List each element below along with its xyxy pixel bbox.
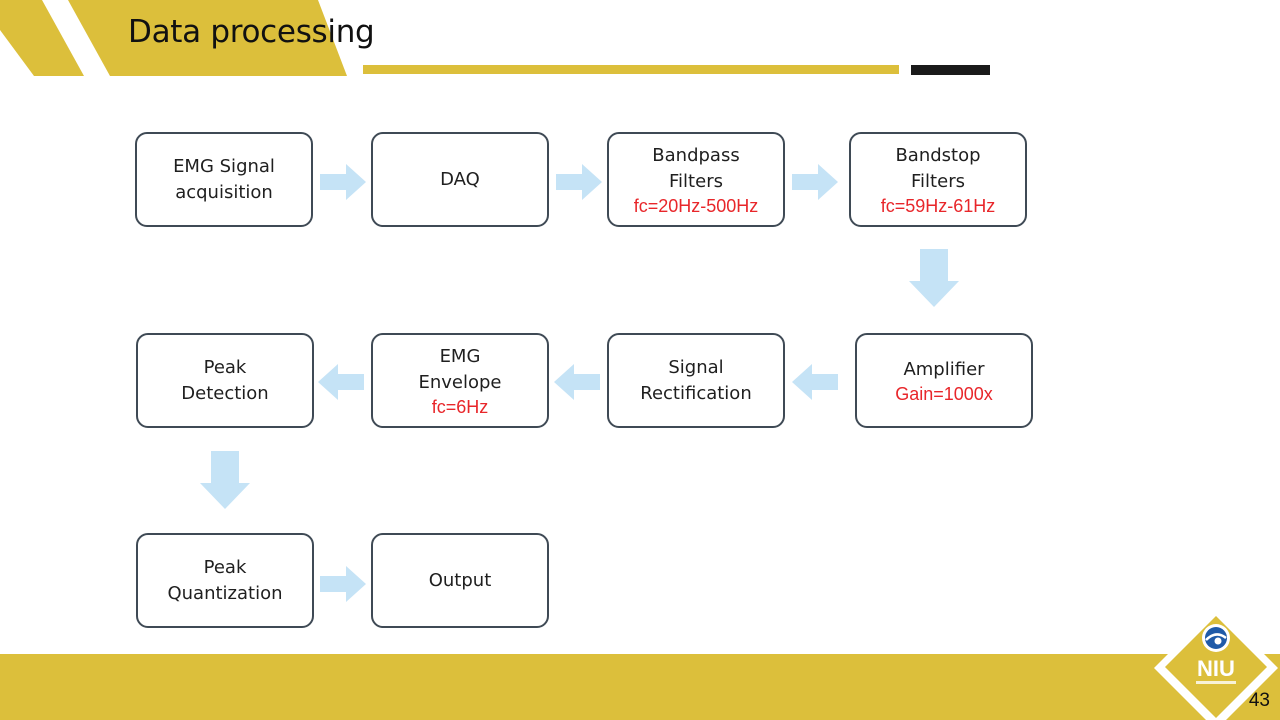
node-peak-quantization: Peak Quantization bbox=[136, 533, 314, 628]
node-amplifier: Amplifier Gain=1000x bbox=[855, 333, 1033, 428]
node-daq: DAQ bbox=[371, 132, 549, 227]
node-bandstop-filters: Bandstop Filters fc=59Hz-61Hz bbox=[849, 132, 1027, 227]
arrow-peakdetection-to-peakquant bbox=[200, 451, 250, 509]
node-label: DAQ bbox=[440, 168, 480, 190]
arrow-bandstop-to-amplifier bbox=[909, 249, 959, 307]
arrow-peakquant-to-output bbox=[320, 566, 366, 602]
logo-text: NIU bbox=[1197, 656, 1235, 681]
node-emg-envelope: EMG Envelope fc=6Hz bbox=[371, 333, 549, 428]
node-bandpass-filters: Bandpass Filters fc=20Hz-500Hz bbox=[607, 132, 785, 227]
node-label: Amplifier bbox=[903, 358, 985, 380]
node-label: EMG Signal acquisition bbox=[173, 155, 275, 203]
niu-emblem-icon bbox=[1202, 624, 1230, 652]
logo-subtitle-bar bbox=[1196, 681, 1236, 684]
node-label: Output bbox=[428, 569, 492, 591]
arrow-rectification-to-envelope bbox=[554, 364, 600, 400]
node-signal-rectification: Signal Rectification bbox=[607, 333, 785, 428]
page-number: 43 bbox=[1248, 690, 1270, 711]
node-peak-detection: Peak Detection bbox=[136, 333, 314, 428]
node-emg-signal-acquisition: EMG Signal acquisition bbox=[135, 132, 313, 227]
arrow-envelope-to-peakdetection bbox=[318, 364, 364, 400]
node-label: Peak Quantization bbox=[167, 556, 283, 604]
niu-logo: NIU bbox=[1154, 606, 1278, 720]
title-underline-dark bbox=[911, 65, 990, 75]
slide-title: Data processing bbox=[128, 14, 375, 50]
header-decoration bbox=[0, 0, 347, 76]
node-label: EMG Envelope bbox=[418, 345, 502, 393]
node-label: Bandstop Filters bbox=[895, 144, 981, 192]
node-param: fc=6Hz bbox=[431, 396, 489, 417]
arrow-bandpass-to-bandstop bbox=[792, 164, 838, 200]
node-label: Signal Rectification bbox=[640, 356, 752, 404]
node-param: fc=59Hz-61Hz bbox=[880, 195, 996, 216]
header-stripe-left bbox=[0, 0, 84, 76]
node-output: Output bbox=[371, 533, 549, 628]
header-stripe-main bbox=[68, 0, 347, 76]
node-param: fc=20Hz-500Hz bbox=[633, 195, 759, 216]
arrow-emg-to-daq bbox=[320, 164, 366, 200]
footer-band bbox=[0, 654, 1280, 720]
arrow-amplifier-to-rectification bbox=[792, 364, 838, 400]
node-param: Gain=1000x bbox=[895, 383, 993, 404]
node-label: Peak Detection bbox=[181, 356, 269, 404]
arrow-daq-to-bandpass bbox=[556, 164, 602, 200]
logo-gold-diamond bbox=[1165, 616, 1267, 718]
title-underline-gold bbox=[363, 65, 899, 74]
node-label: Bandpass Filters bbox=[652, 144, 740, 192]
